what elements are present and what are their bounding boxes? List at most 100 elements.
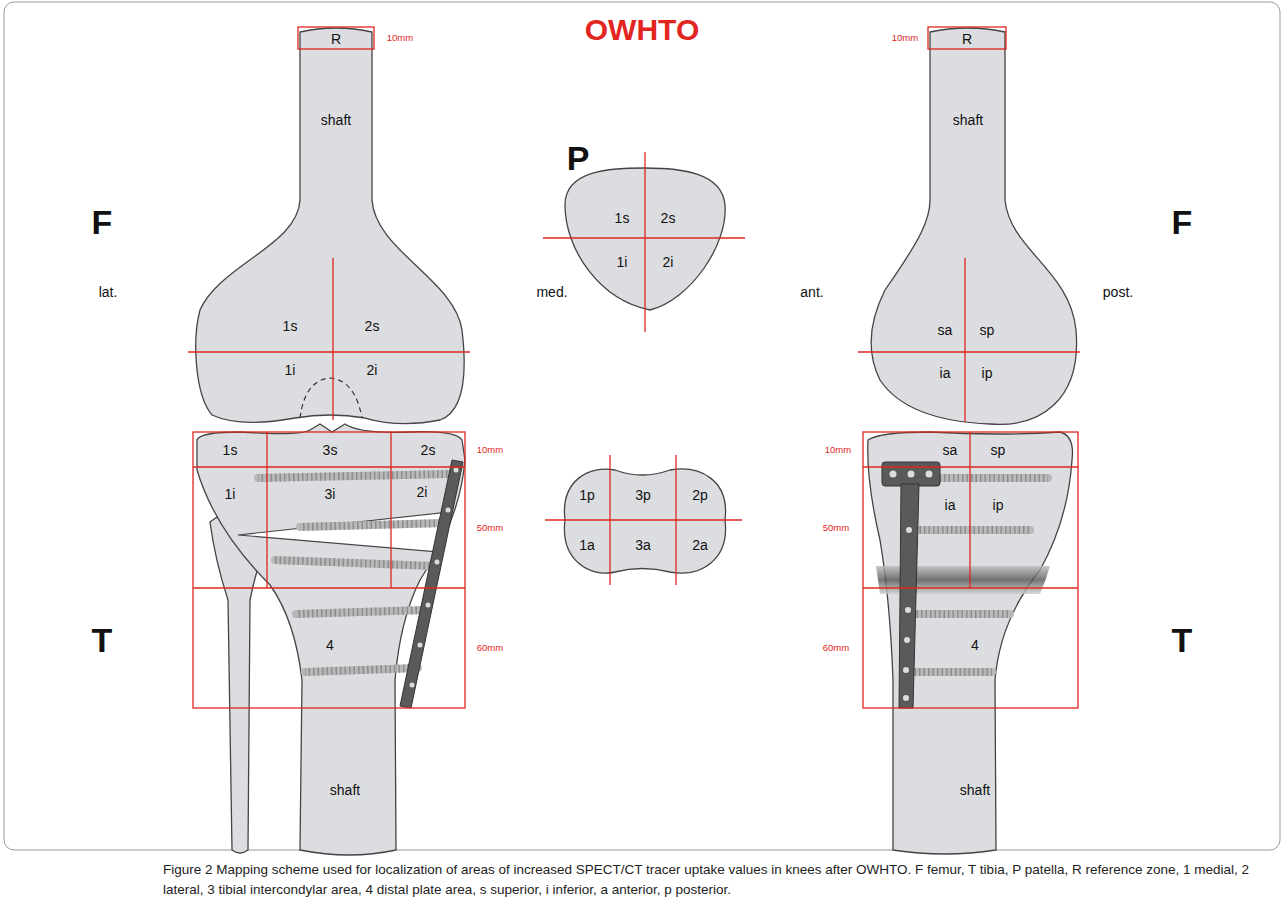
femur-lateral [871, 28, 1077, 424]
zone-label: 1i [285, 363, 296, 377]
zone-grid [863, 432, 1078, 708]
screw-thread [912, 610, 1010, 618]
tibial-plateau [545, 519, 742, 520]
screw-shaft [305, 668, 418, 672]
figure-frame [4, 2, 1280, 850]
plate [400, 460, 463, 708]
bone-letter: T [92, 623, 113, 657]
reference-zone-box [858, 27, 1080, 422]
plate [400, 460, 463, 708]
femur-ap [196, 28, 464, 424]
zone-label: 3s [323, 443, 338, 457]
screw-thread [915, 526, 1030, 534]
screw-thread [305, 668, 418, 672]
zone-label: shaft [330, 783, 360, 797]
plate [882, 462, 940, 486]
dimension-label: 10mm [825, 445, 851, 455]
bone-letter: P [567, 141, 590, 175]
patella [543, 237, 745, 238]
zone-grid [863, 432, 1078, 708]
dimension-label: 50mm [823, 523, 849, 533]
zone-label: 1p [579, 488, 595, 502]
dimension-label: 10mm [892, 33, 918, 43]
plate [899, 484, 919, 708]
screw-shaft [258, 474, 452, 478]
plate [904, 637, 910, 643]
tibia-ap [238, 512, 450, 552]
dimension-label: 60mm [477, 643, 503, 653]
zone-label: 2a [692, 538, 708, 552]
zone-label: shaft [321, 113, 351, 127]
zone-label: 4 [326, 638, 334, 652]
bone-letter: F [92, 205, 113, 239]
dimension-label: 50mm [477, 523, 503, 533]
bone-letter: F [1172, 205, 1193, 239]
zone-label: shaft [953, 113, 983, 127]
plate [903, 667, 909, 673]
plate [905, 607, 911, 613]
screw-thread [275, 560, 434, 566]
zone-label: 3i [325, 487, 336, 501]
zone-label: shaft [960, 783, 990, 797]
zone-grid [193, 587, 465, 588]
zone-label: 2i [417, 485, 428, 499]
reference-zone-box [298, 27, 374, 49]
zone-label: 2i [663, 255, 674, 269]
zone-label: 2p [692, 488, 708, 502]
reference-zone-box [188, 351, 470, 352]
reference-zone-box [188, 27, 470, 420]
plate [410, 683, 415, 688]
zone-label: sa [938, 323, 953, 337]
tibia-lateral [868, 432, 1073, 854]
screw-thread [910, 668, 992, 676]
plate [926, 471, 933, 478]
plate [435, 560, 440, 565]
screw-shaft [300, 523, 444, 527]
zone-label: ia [940, 366, 951, 380]
zone-label: ip [982, 366, 993, 380]
plate [418, 643, 423, 648]
zone-label: lat. [99, 285, 118, 299]
zone-label: ip [993, 498, 1004, 512]
screw-shaft [912, 610, 1010, 618]
plate [906, 527, 912, 533]
reference-zone-box [928, 27, 1006, 49]
zone-grid [193, 432, 465, 708]
zone-label: 1i [225, 487, 236, 501]
zone-label: 4 [971, 638, 979, 652]
zone-label: 1s [223, 443, 238, 457]
zone-grid [390, 432, 391, 588]
reference-zone-box [964, 258, 965, 422]
reference-zone-box [332, 258, 333, 420]
zone-label: post. [1103, 285, 1133, 299]
plate [882, 462, 940, 708]
zone-label: sp [980, 323, 995, 337]
zone-label: 2i [367, 363, 378, 377]
plate [903, 695, 909, 701]
femur-ap [196, 28, 464, 424]
screw-shaft [935, 474, 1048, 482]
screw-shaft [296, 610, 426, 614]
zone-label: 2s [661, 211, 676, 225]
figure-caption: Figure 2 Mapping scheme used for localiz… [163, 860, 1273, 900]
zone-label: 1s [283, 319, 298, 333]
femur-ap [300, 378, 362, 418]
tibia-ap [197, 424, 465, 855]
zone-grid [193, 432, 465, 708]
figure-title: OWHTO [585, 13, 699, 47]
reference-zone-label: R [331, 32, 341, 46]
screw-thread [258, 474, 452, 478]
dimension-label: 10mm [387, 33, 413, 43]
plate [446, 508, 451, 513]
reference-zone-box [858, 351, 1080, 352]
zone-label: 1a [579, 538, 595, 552]
zone-label: 3a [635, 538, 651, 552]
dimension-label: 10mm [477, 445, 503, 455]
zone-label: sa [943, 443, 958, 457]
plate [454, 468, 459, 473]
screw-thread [296, 610, 426, 614]
patella [543, 152, 745, 332]
screw [910, 478, 1048, 672]
zone-label: 2s [365, 319, 380, 333]
